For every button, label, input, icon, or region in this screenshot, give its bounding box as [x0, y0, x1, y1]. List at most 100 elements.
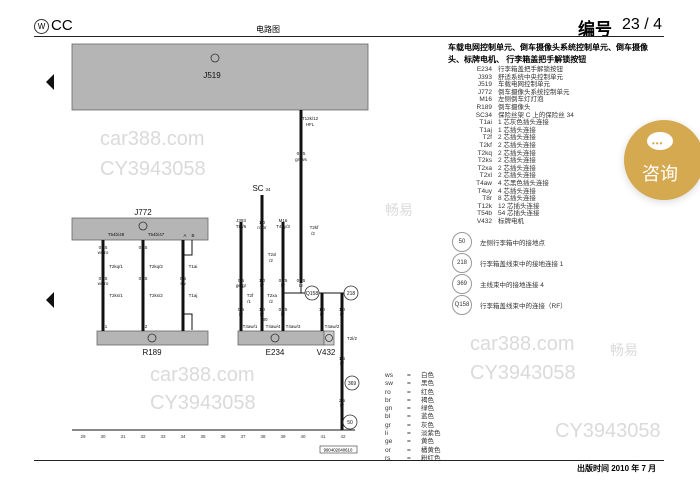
svg-text:br: br [340, 312, 345, 317]
svg-text:br: br [281, 312, 286, 317]
sc34-label: SC [252, 184, 263, 193]
watermark: car388.com [470, 333, 575, 355]
svg-text:br: br [340, 361, 345, 366]
svg-text:1,0: 1,0 [339, 307, 346, 312]
svg-text:T2ks/2: T2ks/2 [149, 293, 163, 298]
svg-text:T4uy/3: T4uy/3 [276, 224, 290, 229]
header-divider [34, 36, 664, 37]
svg-text:T54b/47: T54b/47 [148, 232, 165, 237]
svg-text:0,5: 0,5 [238, 278, 245, 283]
svg-text:0,35: 0,35 [139, 245, 148, 250]
svg-text:0,75: 0,75 [297, 151, 306, 156]
watermark: car388.com [100, 128, 205, 150]
r189-label: R189 [142, 348, 162, 357]
consult-button[interactable]: ••• 咨询 [624, 120, 700, 200]
svg-text:br: br [299, 283, 304, 288]
svg-text:A: A [183, 233, 186, 238]
page-number: 23 / 4 [622, 16, 663, 33]
svg-text:T2ks/1: T2ks/1 [109, 293, 123, 298]
svg-text:32: 32 [140, 434, 146, 439]
svg-text:/2: /2 [311, 231, 315, 236]
svg-text:T8r/6: T8r/6 [236, 224, 247, 229]
publish-date: 出版时间 2010 年 7 月 [577, 464, 657, 473]
svg-text:T2xa: T2xa [267, 293, 278, 298]
svg-text:T2kq/1: T2kq/1 [109, 264, 123, 269]
svg-text:34: 34 [180, 434, 186, 439]
svg-text:1,0: 1,0 [319, 307, 326, 312]
schematic: Q158 218 369 50 J519 J772 R189 E234 V432… [71, 43, 369, 454]
svg-text:T4aw/2: T4aw/2 [325, 324, 340, 329]
j519-label: J519 [203, 71, 221, 80]
svg-text:29: 29 [80, 434, 86, 439]
svg-text:T1aj: T1aj [189, 293, 198, 298]
svg-text:33: 33 [160, 434, 166, 439]
svg-text:39: 39 [280, 434, 286, 439]
svg-text:HFL: HFL [306, 122, 315, 127]
svg-text:/2: /2 [269, 258, 273, 263]
number-label: 编号 [578, 20, 612, 39]
watermark: car388.com [150, 364, 255, 386]
svg-text:sw: sw [180, 281, 186, 286]
svg-text:0,35: 0,35 [99, 245, 108, 250]
svg-text:T2f: T2f [247, 293, 254, 298]
svg-text:41: 41 [320, 434, 326, 439]
svg-text:T2l/2: T2l/2 [347, 336, 358, 341]
svg-text:T2kq/2: T2kq/2 [149, 264, 163, 269]
svg-text:ro/br: ro/br [257, 225, 267, 230]
chat-bubble-icon [647, 132, 673, 150]
ground-50: 50 [347, 420, 353, 426]
svg-text:br: br [340, 403, 345, 408]
svg-text:T1ai: T1ai [189, 264, 198, 269]
watermark: CY3943058 [470, 362, 576, 384]
svg-text:gn/ws: gn/ws [295, 157, 308, 162]
svg-text:0,75: 0,75 [279, 307, 288, 312]
svg-text:M16: M16 [279, 218, 288, 223]
svg-text:ge/gr: ge/gr [236, 283, 247, 288]
svg-text:37: 37 [240, 434, 246, 439]
prev-arrow-icon[interactable] [46, 292, 54, 308]
brand-model: CC [51, 17, 73, 34]
svg-text:0,75: 0,75 [297, 278, 306, 283]
svg-text:/1: /1 [247, 299, 251, 304]
consult-label: 咨询 [642, 164, 678, 184]
color-codes: ws=白色 sw=黑色 ro=红色 br=褐色 gn=绿色 bl=蓝色 gr=灰… [385, 372, 441, 462]
svg-text:40: 40 [300, 434, 306, 439]
legend-title: 车载电网控制单元、倒车摄像头系统控制单元、倒车摄像头、标牌电机、 行李箱盖把手解… [448, 43, 648, 64]
svg-text:ws/ro: ws/ro [98, 250, 109, 255]
svg-text:br: br [239, 312, 244, 317]
ground-218: 218 [347, 291, 356, 297]
svg-text:30: 30 [262, 317, 268, 322]
e234-box [237, 330, 325, 346]
prev-page-arrow-icon[interactable] [46, 74, 54, 90]
svg-text:1,5: 1,5 [339, 356, 346, 361]
svg-text:34: 34 [265, 187, 271, 192]
j519-box [71, 43, 369, 111]
vw-logo-icon: W [34, 19, 49, 34]
watermark: CY3943058 [100, 158, 206, 180]
ground-369: 369 [348, 381, 357, 387]
v432-box [323, 330, 335, 346]
j772-label: J772 [134, 208, 152, 217]
svg-text:36: 36 [220, 434, 226, 439]
svg-text:T2kf: T2kf [310, 225, 320, 230]
watermark: 畅易 [385, 202, 413, 218]
